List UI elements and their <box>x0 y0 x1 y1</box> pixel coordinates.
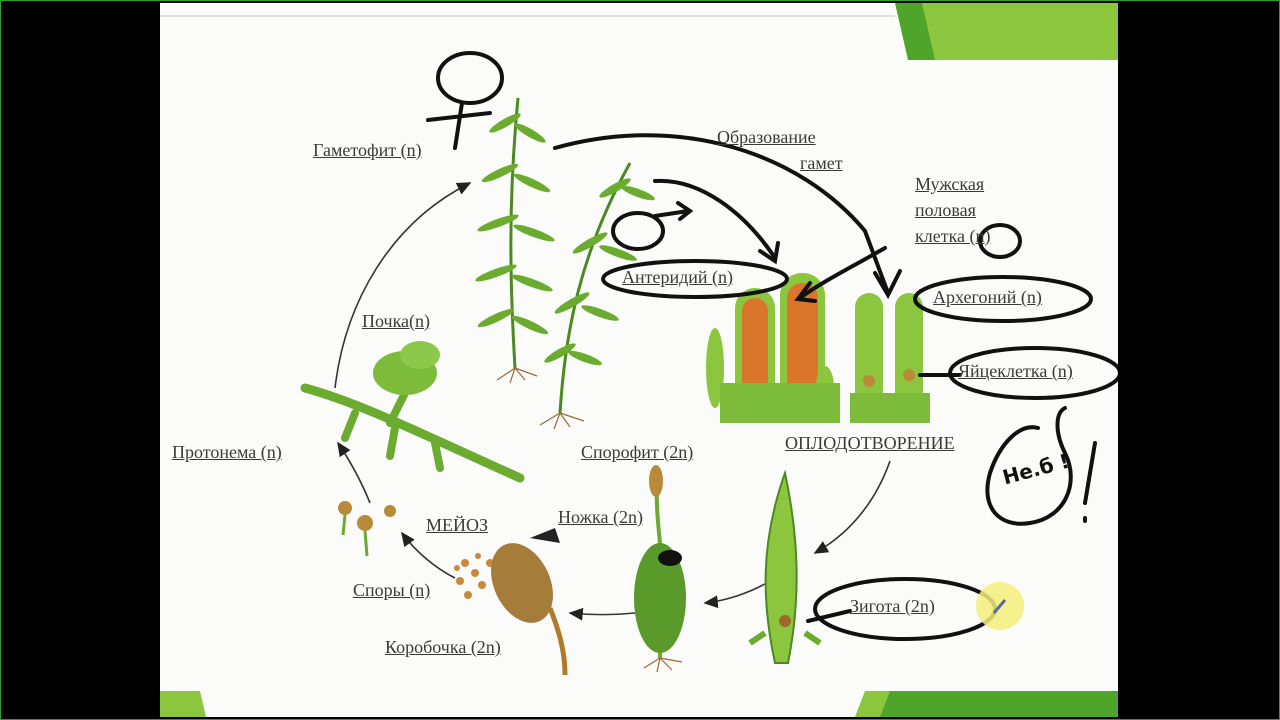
label-fertilization: ОПЛОДОТВОРЕНИЕ <box>785 433 955 453</box>
label-gamete-formation-2: гамет <box>800 153 843 173</box>
spores-drawing <box>338 501 494 599</box>
label-archegonium: Архегоний (n) <box>933 287 1042 307</box>
label-zygote: Зигота (2n) <box>850 596 935 616</box>
arrow-spores-to-meiosis <box>401 531 456 579</box>
antheridia-drawing <box>706 273 840 423</box>
slide: Гаметофит (n) Образование гамет Мужская … <box>160 3 1118 717</box>
female-symbol-cross <box>426 101 492 150</box>
ink-annotations <box>426 51 1118 641</box>
pen-cursor-icon <box>992 599 1007 614</box>
capsule-drawing <box>491 528 568 676</box>
ink-arrow-sperm <box>798 246 887 300</box>
bottom-right-bar-dark <box>880 691 1118 717</box>
label-gametophyte: Гаметофит (n) <box>313 140 422 160</box>
zygote-pointer <box>806 609 852 623</box>
arrow-protonema-to-gametophyte <box>334 182 472 389</box>
arrow-spores-to-protonema <box>337 441 371 504</box>
label-meiosis: МЕЙОЗ <box>426 515 489 535</box>
top-line <box>160 15 895 17</box>
protonema-drawing <box>300 341 525 483</box>
note-bubble <box>985 406 1073 526</box>
rhizoids <box>496 367 683 673</box>
ink-arrow-gamete-formation <box>553 133 890 295</box>
label-stalk: Ножка (2n) <box>558 507 643 527</box>
male-symbol-circle <box>611 211 665 251</box>
gametophyte-leaves <box>475 113 655 366</box>
ink-arrow-antheridium <box>653 178 777 260</box>
label-sporophyte: Спорофит (2n) <box>581 442 694 462</box>
label-male-cell-1: Мужская <box>915 174 985 194</box>
circle-archegonium <box>913 275 1093 323</box>
label-male-cell-2: половая <box>915 200 976 220</box>
arrow-sporophyte-to-capsule <box>568 607 636 621</box>
circle-antheridium <box>601 259 789 299</box>
life-cycle-illustration <box>300 51 1118 676</box>
exclamation-mark <box>1083 441 1097 523</box>
cycle-arrows <box>334 182 891 621</box>
archegonia-drawing <box>850 293 930 423</box>
female-symbol-circle <box>436 51 504 105</box>
label-gamete-formation-1: Образование <box>717 127 816 147</box>
slide-decoration <box>160 3 1118 717</box>
arrow-fertilization-to-zygote <box>813 460 891 554</box>
label-bud: Почка(n) <box>362 311 431 331</box>
label-egg-cell: Яйцеклетка (n) <box>958 361 1073 381</box>
male-symbol-arrow <box>653 201 694 221</box>
label-antheridium: Антеридий (n) <box>622 267 734 287</box>
label-protonema: Протонема (n) <box>172 442 282 462</box>
zygote-drawing <box>748 469 822 664</box>
arrow-zygote-to-sporophyte <box>703 580 771 609</box>
label-male-cell-3: клетка (n) <box>915 226 991 246</box>
label-spores: Споры (n) <box>353 580 431 600</box>
circle-male-cell <box>978 223 1022 259</box>
top-right-bar-light <box>922 3 1118 60</box>
label-capsule: Коробочка (2n) <box>385 637 501 657</box>
sporophyte-drawing <box>634 465 686 658</box>
gametophyte-plants <box>509 97 632 414</box>
bottom-left-bar <box>160 691 206 717</box>
